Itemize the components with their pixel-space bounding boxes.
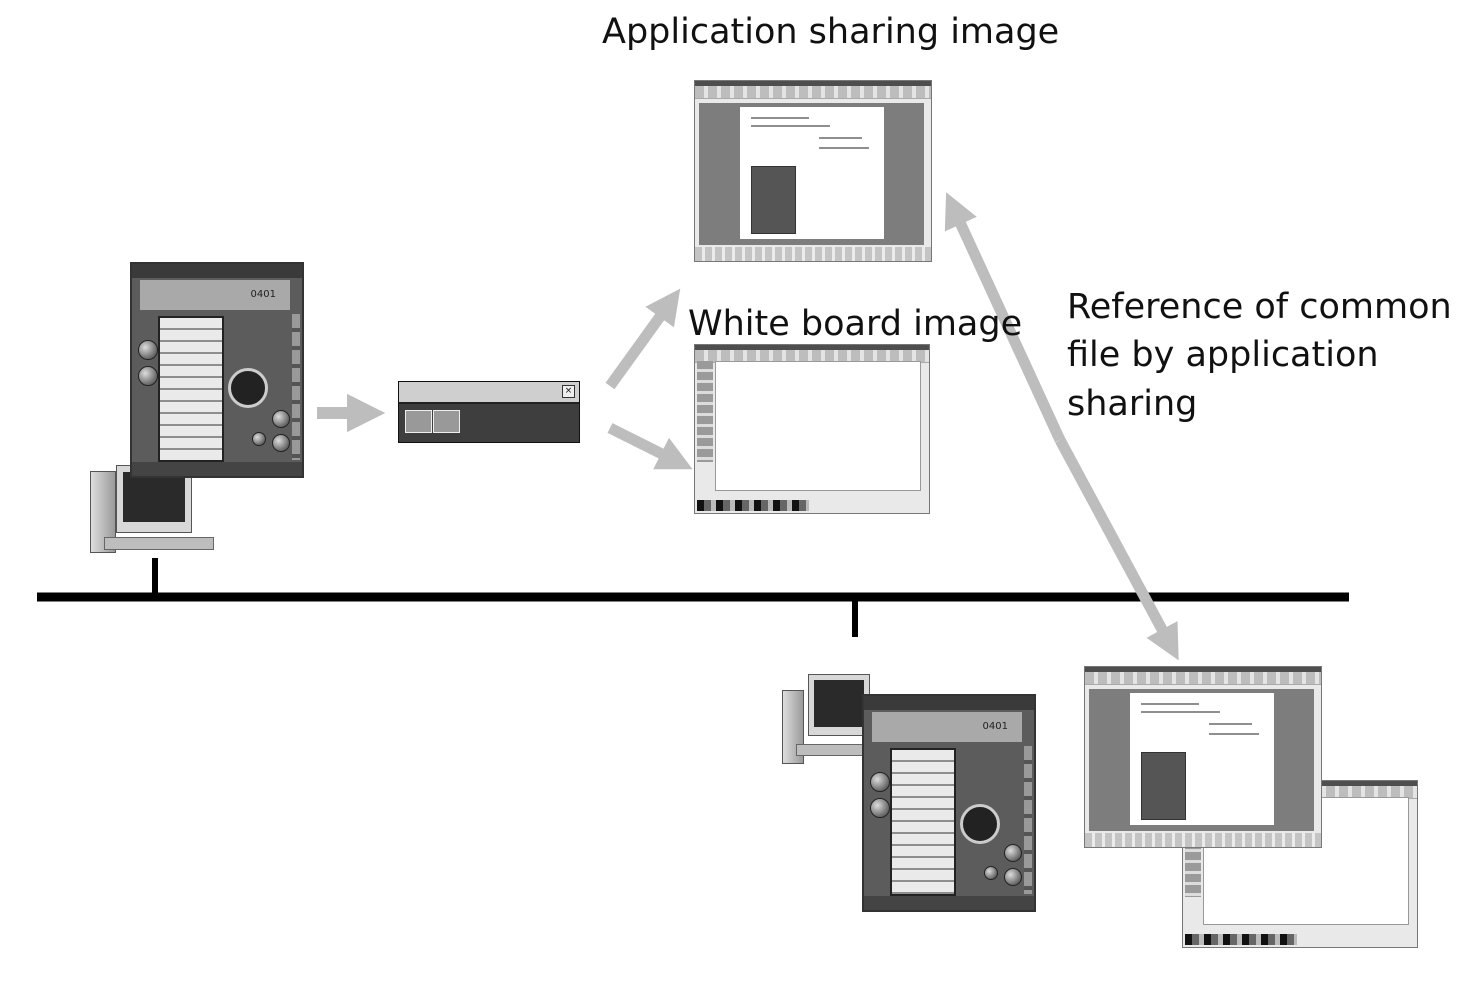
reference-label-line: file by application: [1067, 335, 1379, 376]
white-board-window: [694, 344, 930, 514]
app-sharing-window: [694, 80, 932, 262]
app-sharing-button-icon: [433, 410, 460, 433]
sharing-toolbar-window: ×: [398, 381, 580, 443]
app-sharing-window: [1084, 666, 1322, 848]
reference-label: Reference of common file by application …: [1067, 283, 1452, 428]
arrow-to-app-sharing: [605, 288, 681, 390]
hold-button: [138, 366, 158, 386]
white-board-button-icon: [405, 410, 432, 433]
phone-number-display: 0401: [140, 280, 290, 310]
call-button: [870, 772, 890, 792]
arrow-common-file-down: [1055, 437, 1179, 661]
arrow-common-file-up: [944, 192, 1065, 443]
hold-button: [870, 798, 890, 818]
contact-list: [158, 316, 224, 462]
computer-icon: [752, 638, 932, 766]
phone-client-window: 0401: [862, 694, 1036, 912]
reference-label-line: sharing: [1067, 383, 1198, 424]
arrow-to-white-board: [607, 423, 693, 470]
close-icon: ×: [562, 385, 575, 398]
white-board-label: White board image: [688, 304, 1023, 344]
reference-label-line: Reference of common: [1067, 287, 1452, 327]
phone-client-window: 0401: [130, 262, 304, 478]
phone-number-display: 0401: [872, 712, 1022, 742]
phone-handset-icon: [228, 368, 268, 408]
phone-handset-icon: [960, 804, 1000, 844]
call-button: [138, 340, 158, 360]
app-sharing-label: Application sharing image: [602, 12, 1060, 52]
contact-list: [890, 748, 956, 896]
